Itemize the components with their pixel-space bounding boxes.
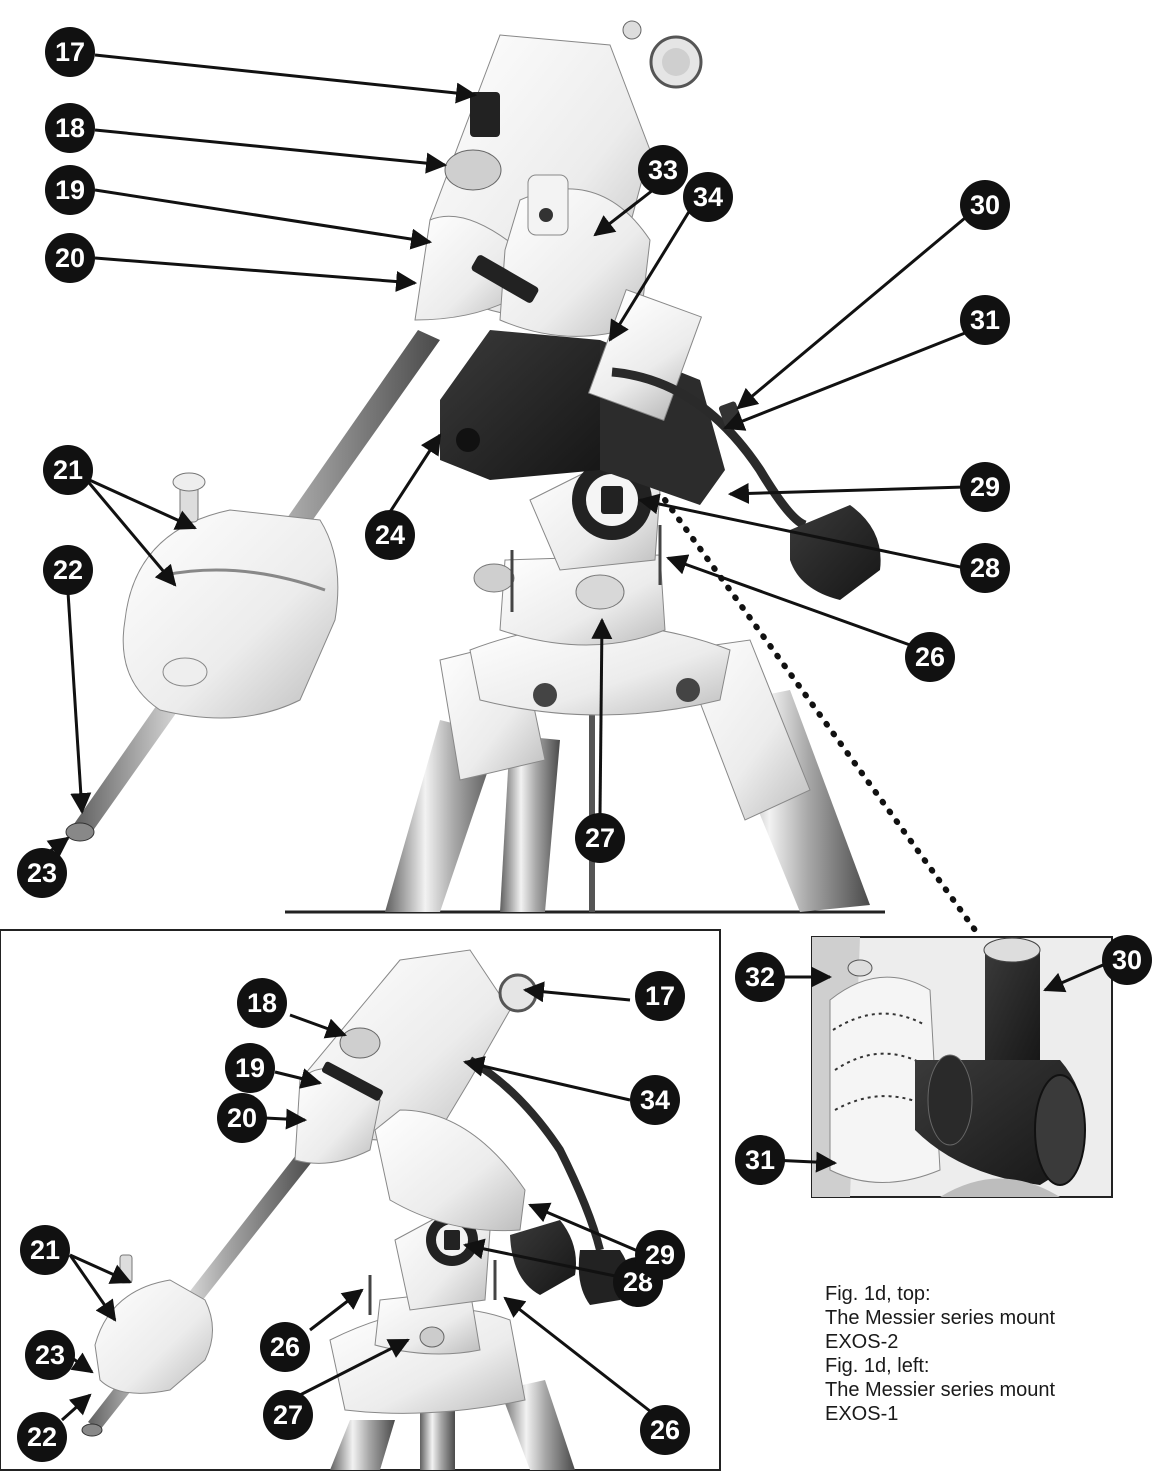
caption-line: Fig. 1d, left: [825,1355,930,1377]
svg-text:24: 24 [375,520,405,550]
callout-badge: 31 [960,295,1010,345]
svg-text:20: 20 [227,1103,257,1133]
callout-badge: 29 [635,1230,685,1280]
callout-badge: 21 [43,445,93,495]
callout-badge: 20 [217,1093,267,1143]
leader-lines [44,53,1111,1422]
caption-line: EXOS-1 [825,1403,899,1425]
svg-text:31: 31 [745,1145,775,1175]
svg-text:22: 22 [53,555,83,585]
inset-leader [662,497,978,933]
callout-badge: 33 [638,145,688,195]
svg-text:32: 32 [745,962,775,992]
svg-text:34: 34 [640,1085,670,1115]
callout-badge: 28 [960,543,1010,593]
caption-line: Fig. 1d, top: [825,1283,931,1305]
svg-text:26: 26 [270,1332,300,1362]
svg-text:19: 19 [235,1053,265,1083]
callout-badge: 18 [237,978,287,1028]
svg-text:22: 22 [27,1422,57,1452]
svg-text:27: 27 [585,823,615,853]
callout-badge: 21 [20,1225,70,1275]
callout-badge: 23 [25,1330,75,1380]
svg-text:18: 18 [247,988,277,1018]
svg-text:33: 33 [648,155,678,185]
svg-text:23: 23 [27,858,57,888]
callout-badge: 22 [43,545,93,595]
callout-badge: 23 [17,848,67,898]
svg-text:26: 26 [915,642,945,672]
callout-badge: 26 [905,632,955,682]
caption-line: The Messier series mount [825,1307,1056,1329]
callouts-bottom-left: 17 18 19 20 21 22 23 26 26 27 28 29 34 [17,971,690,1462]
svg-text:29: 29 [645,1240,675,1270]
svg-text:23: 23 [35,1340,65,1370]
svg-text:30: 30 [970,190,1000,220]
callout-badge: 19 [225,1043,275,1093]
svg-text:27: 27 [273,1400,303,1430]
caption-line: EXOS-2 [825,1331,899,1353]
svg-text:21: 21 [53,455,83,485]
svg-text:19: 19 [55,175,85,205]
callouts-inset: 30 31 32 [735,935,1152,1185]
callout-badge: 20 [45,233,95,283]
callout-badge: 22 [17,1412,67,1462]
callout-badge: 34 [683,172,733,222]
callout-badge: 26 [260,1322,310,1372]
callout-badge: 31 [735,1135,785,1185]
callout-badge: 34 [630,1075,680,1125]
callout-badge: 27 [263,1390,313,1440]
callout-badge: 32 [735,952,785,1002]
callout-badge: 18 [45,103,95,153]
svg-text:21: 21 [30,1235,60,1265]
exos1-illustration [81,949,630,1470]
callout-badge: 17 [635,971,685,1021]
callout-badge: 29 [960,462,1010,512]
svg-text:34: 34 [693,182,723,212]
svg-text:20: 20 [55,243,85,273]
callout-badge: 30 [960,180,1010,230]
inset-illustration [812,937,1086,1197]
svg-text:30: 30 [1112,945,1142,975]
figure-caption: Fig. 1d, top: The Messier series mount E… [825,1282,1145,1426]
callout-badge: 17 [45,27,95,77]
callout-badge: 27 [575,813,625,863]
callout-badge: 30 [1102,935,1152,985]
callout-badge: 19 [45,165,95,215]
exos2-illustration [65,20,978,933]
svg-text:28: 28 [970,553,1000,583]
callout-badge: 24 [365,510,415,560]
svg-text:17: 17 [645,981,675,1011]
svg-text:29: 29 [970,472,1000,502]
mount-head [414,20,703,337]
svg-text:31: 31 [970,305,1000,335]
callout-badge: 26 [640,1405,690,1455]
svg-text:26: 26 [650,1415,680,1445]
caption-line: The Messier series mount [825,1379,1056,1401]
svg-text:17: 17 [55,37,85,67]
callouts-top: 17 18 19 20 21 22 23 24 26 27 28 29 30 3… [17,27,1010,898]
svg-text:18: 18 [55,113,85,143]
